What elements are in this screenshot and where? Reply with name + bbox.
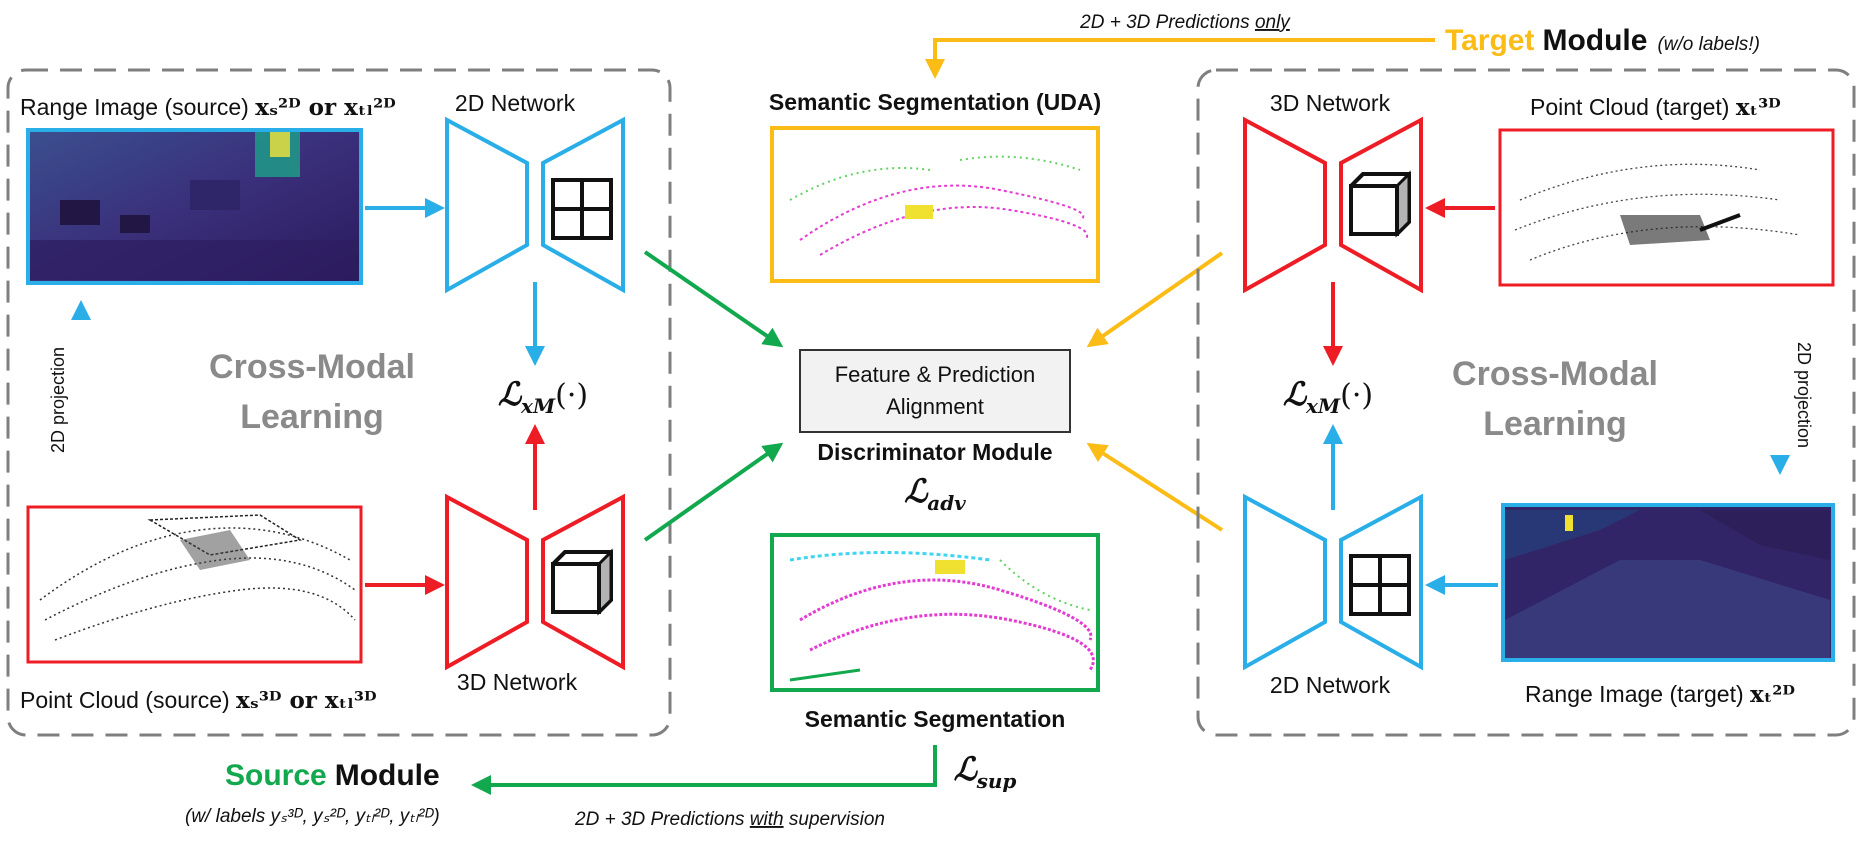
left-3d-network: 3D Network xyxy=(445,493,625,695)
right-point-cloud-label: Point Cloud (target) xₜ³ᴰ xyxy=(1530,94,1781,121)
left-loss-xm: ℒxM(·) xyxy=(498,375,588,418)
right-3d-network: 3D Network xyxy=(1243,90,1423,294)
alignment-line2: Alignment xyxy=(886,394,984,419)
right-cross-modal-subtitle: Learning xyxy=(1483,405,1627,443)
left-range-image-label: Range Image (source) xₛ²ᴰ or xₜₗ²ᴰ xyxy=(20,94,396,121)
cube-icon xyxy=(1349,170,1411,238)
point-cloud-target xyxy=(1498,128,1835,287)
grid-icon xyxy=(551,178,613,240)
point-cloud-source xyxy=(26,505,363,664)
right-loss-xm: ℒxM(·) xyxy=(1283,375,1373,418)
svg-text:2D Network: 2D Network xyxy=(455,90,576,116)
range-image-target xyxy=(1501,503,1835,662)
seg-uda-title: Semantic Segmentation (UDA) xyxy=(769,89,1101,115)
alignment-line1: Feature & Prediction xyxy=(835,362,1036,387)
left-cross-modal-title: Cross-Modal xyxy=(209,348,415,386)
seg-source-image xyxy=(770,533,1100,692)
right-2dnet-to-discriminator-arrow xyxy=(1086,442,1224,532)
left-2dnet-to-discriminator-arrow xyxy=(643,250,784,348)
range-image-source xyxy=(26,128,363,285)
svg-text:2D Network: 2D Network xyxy=(1270,672,1391,698)
top-predictions-label: 2D + 3D Predictions only xyxy=(1079,12,1291,33)
left-point-cloud-label: Point Cloud (source) xₛ³ᴰ or xₜₗ³ᴰ xyxy=(20,687,377,714)
right-3dnet-to-discriminator-arrow xyxy=(1086,251,1224,348)
target-to-uda-arrow xyxy=(925,38,1435,79)
loss-sup: ℒsup xyxy=(954,750,1017,793)
bottom-predictions-label: 2D + 3D Predictions with supervision xyxy=(574,809,885,830)
right-2d-network: 2D Network xyxy=(1243,493,1423,698)
alignment-box xyxy=(799,349,1071,433)
cube-icon xyxy=(551,548,613,616)
left-cross-modal-subtitle: Learning xyxy=(240,398,384,436)
grid-icon xyxy=(1349,554,1411,616)
loss-adv: ℒadv xyxy=(904,472,966,515)
right-range-image-label: Range Image (target) xₜ²ᴰ xyxy=(1525,681,1795,708)
left-panel-border xyxy=(6,68,672,737)
right-projection-label: 2D projection xyxy=(1794,342,1814,448)
seg-to-source-arrow xyxy=(471,745,937,795)
discriminator-title: Discriminator Module xyxy=(817,439,1052,465)
seg-title: Semantic Segmentation xyxy=(805,706,1066,732)
seg-uda-image xyxy=(770,126,1100,283)
right-panel-border xyxy=(1196,68,1856,737)
left-2d-network: 2D Network xyxy=(445,90,625,294)
left-projection-label: 2D projection xyxy=(48,347,68,453)
svg-text:3D Network: 3D Network xyxy=(457,669,578,695)
svg-text:3D Network: 3D Network xyxy=(1270,90,1391,116)
left-3dnet-to-discriminator-arrow xyxy=(643,442,784,542)
right-cross-modal-title: Cross-Modal xyxy=(1452,355,1658,393)
source-labels-note: (w/ labels yₛ³ᴰ, yₛ²ᴰ, yₜₗ²ᴰ, yₜₗ²ᴰ) xyxy=(185,806,440,827)
